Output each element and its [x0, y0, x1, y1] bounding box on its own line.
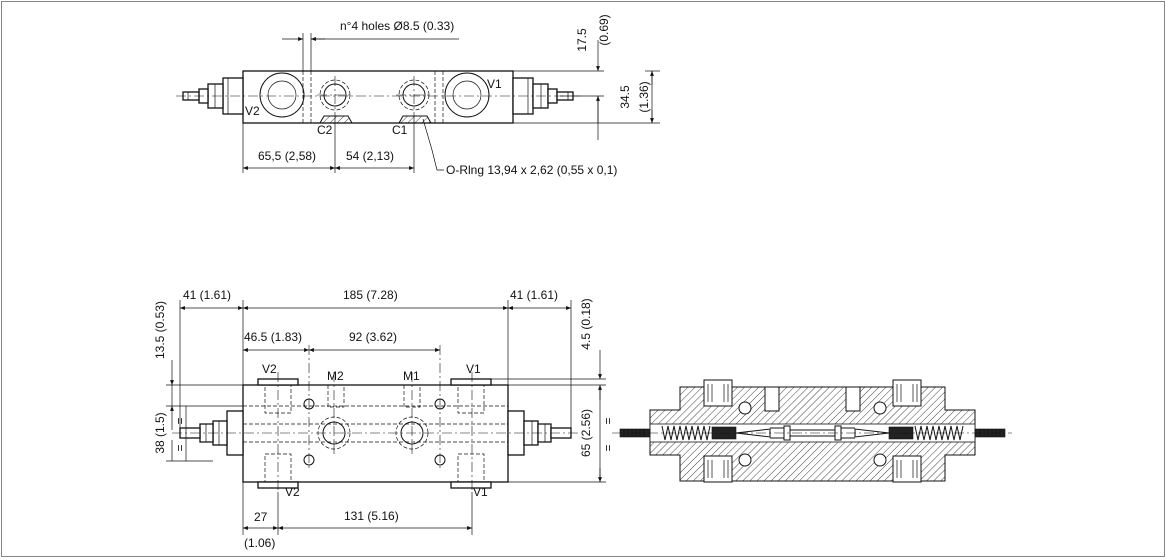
label-front-v1-top: V1: [466, 362, 481, 376]
dim-41-right: 41 (1.61): [510, 288, 558, 302]
eq-mark-left-2: =: [173, 444, 187, 451]
label-front-v2-top: V2: [262, 362, 277, 376]
dim-54: 54 (2,13): [346, 149, 394, 163]
dim-92: 92 (3.62): [349, 330, 397, 344]
label-v1: V1: [487, 77, 502, 91]
label-c1: C1: [392, 123, 408, 137]
dim-17-5: 17.5: [575, 28, 589, 52]
dim-34-5-in: (1.36): [637, 81, 651, 112]
label-c2: C2: [317, 123, 333, 137]
eq-mark-right: =: [601, 417, 615, 424]
dim-131: 131 (5.16): [344, 509, 399, 523]
label-front-v1-bottom: V1: [473, 485, 488, 499]
top-port-v2: [259, 72, 305, 118]
dim-185: 185 (7.28): [343, 288, 398, 302]
front-valve-body: [242, 384, 509, 483]
label-front-m2: M2: [327, 369, 344, 383]
holes-label: n°4 holes Ø8.5 (0.33): [340, 19, 454, 33]
dim-13-5: 13.5 (0.53): [153, 301, 167, 359]
dim-34-5: 34.5: [618, 85, 632, 109]
spring-right: [914, 425, 964, 441]
oring-label: O-Rlng 13,94 x 2,62 (0,55 x 0,1): [446, 163, 617, 177]
dim-27: 27: [254, 510, 268, 524]
dim-4-5: 4.5 (0.18): [579, 298, 593, 349]
dim-46-5: 46.5 (1.83): [244, 330, 302, 344]
top-view: n°4 holes Ø8.5 (0.33) 17.5 (0.69) 34.5 (…: [176, 14, 660, 177]
dim-38: 38 (1.5): [153, 412, 167, 453]
dim-17-5-in: (0.69): [597, 14, 611, 45]
dim-41-left: 41 (1.61): [183, 288, 231, 302]
section-view: [612, 379, 1012, 483]
label-front-v2-bottom: V2: [285, 485, 300, 499]
spring-left: [661, 425, 711, 441]
label-front-m1: M1: [403, 369, 420, 383]
dim-65-5: 65,5 (2,58): [258, 149, 316, 163]
front-view: 41 (1.61) 185 (7.28) 41 (1.61) 46.5 (1.8…: [153, 288, 615, 550]
dim-27-in: (1.06): [244, 536, 275, 550]
top-valve-body: [242, 70, 514, 124]
eq-mark-left: =: [173, 417, 187, 424]
eq-mark-right-2: =: [601, 444, 615, 451]
label-v2: V2: [245, 104, 260, 118]
top-port-v1: [444, 72, 490, 118]
dim-65: 65 (2.56): [579, 409, 593, 457]
